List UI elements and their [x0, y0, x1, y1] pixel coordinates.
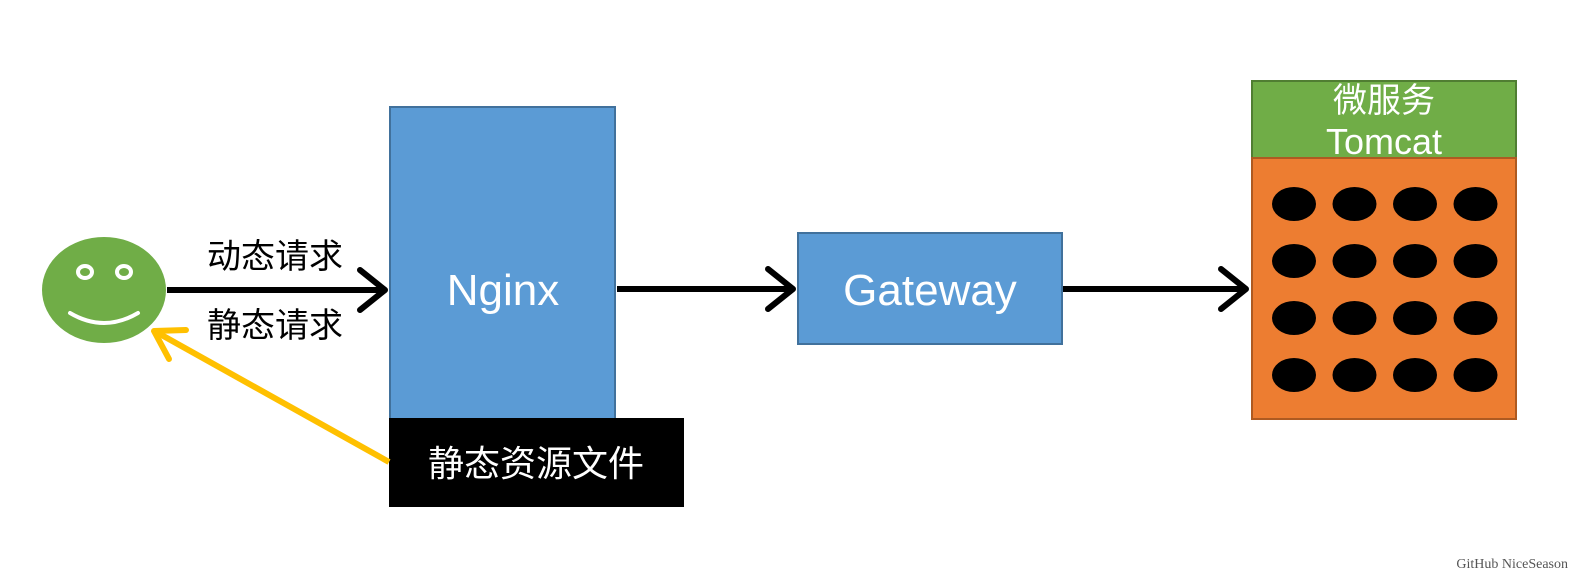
thread-dot	[1272, 358, 1316, 392]
gateway-to-tomcat-arrow	[1063, 266, 1249, 312]
thread-dot	[1332, 301, 1377, 335]
thread-dot	[1393, 358, 1437, 392]
gateway-label: Gateway	[843, 266, 1017, 315]
thread-dot	[1393, 301, 1437, 335]
thread-dot	[1332, 358, 1377, 392]
nginx-label: Nginx	[447, 266, 560, 315]
thread-dot	[1332, 187, 1377, 221]
thread-dot	[1393, 244, 1437, 278]
thread-dot	[1272, 301, 1316, 335]
thread-dot	[1453, 187, 1498, 221]
thread-dot	[1453, 301, 1498, 335]
nginx-box: Nginx	[389, 106, 616, 420]
tomcat-label: Tomcat	[1326, 121, 1442, 162]
nginx-to-gateway-arrow	[617, 266, 796, 312]
microservice-label: 微服务	[1333, 81, 1435, 121]
dynamic-request-label: 动态请求	[207, 237, 343, 277]
thread-dot	[1272, 244, 1316, 278]
thread-dot	[1453, 244, 1498, 278]
static-files-box: 静态资源文件	[389, 418, 684, 507]
microservice-header: 微服务 Tomcat	[1251, 80, 1517, 162]
static-response-arrow	[151, 327, 391, 465]
tomcat-thread-pool	[1251, 157, 1517, 420]
thread-dot	[1393, 187, 1437, 221]
thread-dots	[1272, 187, 1498, 392]
thread-dot	[1332, 244, 1377, 278]
static-files-label: 静态资源文件	[428, 444, 644, 485]
user-smiley-icon	[42, 237, 166, 343]
watermark-text: GitHub NiceSeason	[1456, 557, 1568, 572]
gateway-box: Gateway	[797, 232, 1063, 345]
dynamic-request-arrow	[167, 267, 388, 313]
static-request-label: 静态请求	[207, 306, 343, 346]
thread-dot	[1453, 358, 1498, 392]
thread-dot	[1272, 187, 1316, 221]
